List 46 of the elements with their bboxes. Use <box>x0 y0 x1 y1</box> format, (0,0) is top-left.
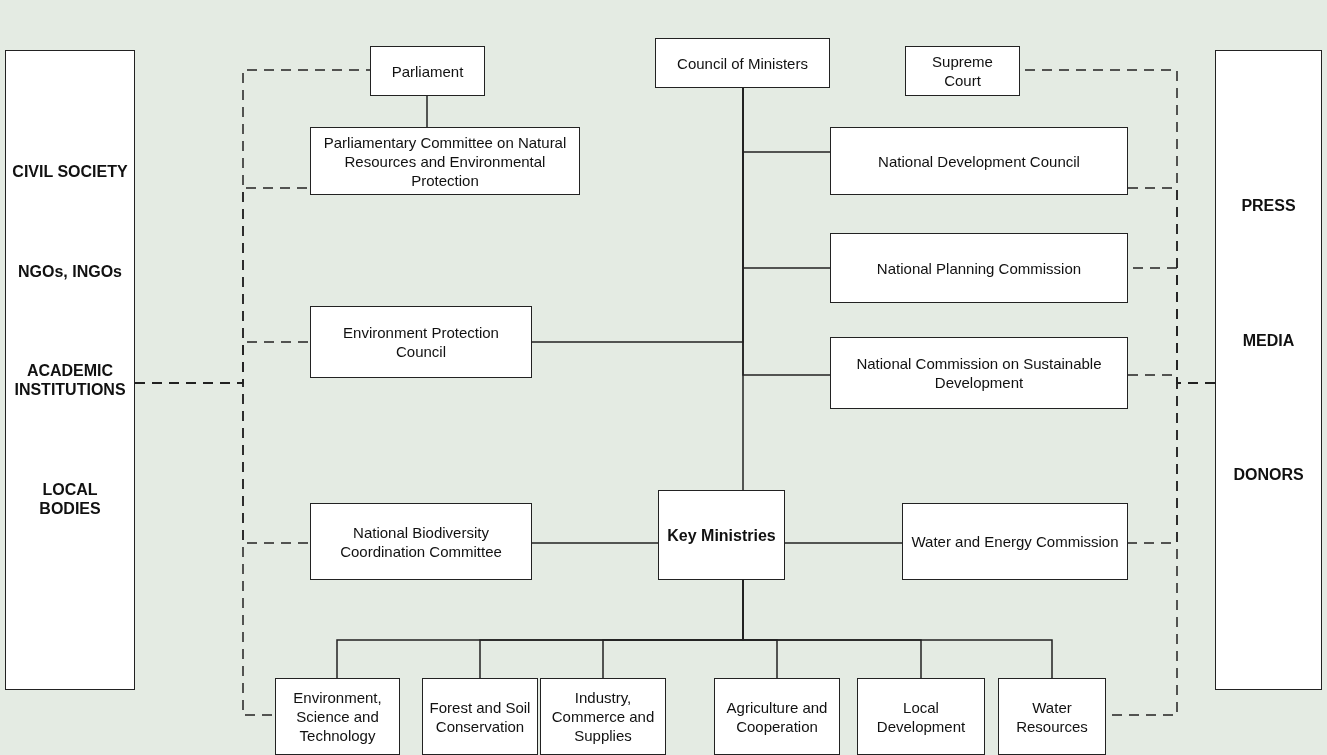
box-label: Key Ministries <box>666 525 777 545</box>
org-box <box>655 38 830 88</box>
group-label: DONORS <box>1232 464 1305 484</box>
org-box <box>658 490 785 580</box>
org-box <box>998 678 1106 755</box>
box-label: Water and Energy Commission <box>910 532 1120 551</box>
box-label: Parliament <box>390 61 465 81</box>
org-box <box>857 678 985 755</box>
org-box <box>275 678 400 755</box>
org-box <box>310 306 532 378</box>
box-label: Forest and Soil Conservation <box>428 697 532 736</box>
org-box <box>830 127 1128 195</box>
org-box <box>310 127 580 195</box>
group-label: PRESS <box>1240 196 1297 216</box>
org-box <box>905 46 1020 96</box>
org-box <box>830 233 1128 303</box>
box-label: Agriculture and Cooperation <box>725 697 829 736</box>
box-label: National Planning Commission <box>875 258 1083 278</box>
org-box <box>422 678 538 755</box>
org-box <box>370 46 485 96</box>
stakeholder-panel <box>1215 50 1322 690</box>
box-label: Parliamentary Committee on Natural Resources and Environmental Protection <box>322 132 568 190</box>
org-box <box>540 678 666 755</box>
group-label: CIVIL SOCIETY <box>11 161 129 181</box>
org-box <box>902 503 1128 580</box>
connector-line <box>531 542 659 544</box>
box-label: Supreme Court <box>931 52 994 90</box>
connector-line <box>784 542 903 544</box>
group-label: MEDIA <box>1241 330 1296 350</box>
org-box <box>310 503 532 580</box>
stakeholder-panel <box>5 50 135 690</box>
org-box <box>714 678 840 755</box>
box-label: Water Resources <box>1015 697 1089 736</box>
group-label: LOCAL BODIES <box>38 480 102 519</box>
box-label: Council of Ministers <box>676 53 809 73</box>
group-label: ACADEMIC INSTITUTIONS <box>13 361 127 400</box>
box-label: National Commission on Sustainable Development <box>855 354 1103 392</box>
box-label: National Development Council <box>877 151 1081 171</box>
group-label: NGOs, INGOs <box>17 261 123 281</box>
box-label: Environment Protection Council <box>342 323 500 361</box>
org-box <box>830 337 1128 409</box>
box-label: Environment, Science and Technology <box>292 688 383 745</box>
box-label: Local Development <box>875 697 967 736</box>
box-label: Industry, Commerce and Supplies <box>550 688 656 745</box>
connector-line <box>426 95 428 128</box>
box-label: National Biodiversity Coordination Committee <box>339 522 503 561</box>
